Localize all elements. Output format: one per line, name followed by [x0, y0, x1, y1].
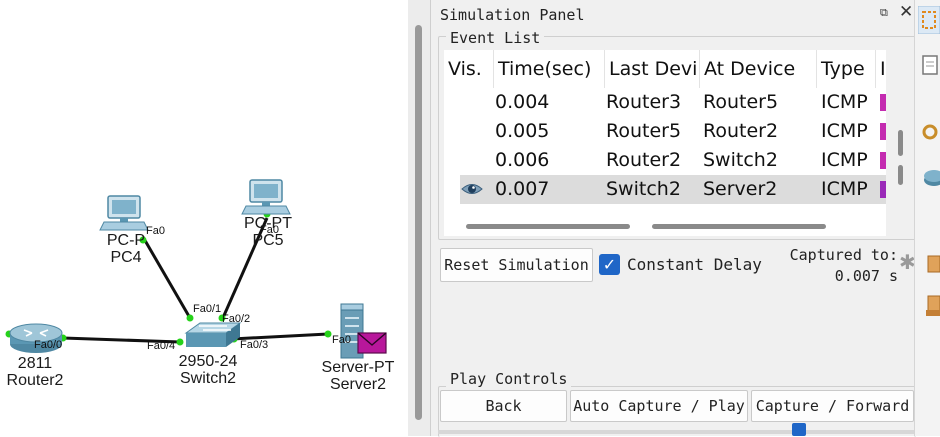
panel-title: Simulation Panel	[440, 6, 585, 24]
port-label: Fa0/0	[34, 339, 63, 351]
pdu-color-chip	[880, 181, 886, 198]
device-model: PC-P	[106, 232, 146, 249]
link-light	[324, 330, 332, 338]
capture-forward-button[interactable]: Capture / Forward	[751, 390, 914, 422]
cell-time: 0.007	[495, 178, 550, 200]
switch-icon[interactable]	[184, 322, 242, 347]
device-label-pc5: PC-PT PC5	[238, 215, 298, 249]
device-label-switch2: 2950-24 Switch2	[166, 353, 250, 387]
column-header-time[interactable]: Time(sec)	[494, 50, 605, 88]
cell-time: 0.006	[495, 149, 550, 171]
link-router2-switch2[interactable]	[62, 336, 181, 344]
port-label: Fa0/1	[193, 303, 222, 315]
device-name: Server2	[329, 376, 387, 393]
cell-at-device: Server2	[703, 178, 778, 200]
add-simple-pdu-icon[interactable]	[918, 250, 940, 278]
topology-canvas[interactable]: Fa0/0 Fa0/4 Fa0/1 Fa0/2 Fa0/3 Fa0 Fa0 Fa…	[0, 0, 408, 436]
device-name: Router2	[6, 372, 64, 389]
router-icon[interactable]	[9, 323, 63, 353]
play-controls-legend: Play Controls	[446, 370, 572, 388]
reset-simulation-button[interactable]: Reset Simulation	[440, 248, 593, 282]
port-label: Fa0	[146, 225, 165, 237]
asterisk-icon: ✱	[899, 250, 916, 274]
topology-links	[5, 179, 387, 359]
pdu-color-chip	[880, 152, 886, 169]
table-row[interactable]: 0.004 Router3 Router5 ICMP	[444, 88, 886, 117]
port-label: Fa0	[260, 224, 279, 236]
link-switch2-server2[interactable]	[231, 332, 329, 341]
pdu-color-chip	[880, 123, 886, 140]
link-light	[139, 236, 147, 244]
device-label-router2: 2811 Router2	[0, 355, 70, 389]
cell-last-device: Router5	[606, 120, 682, 142]
cell-last-device: Router2	[606, 149, 682, 171]
auto-capture-play-button[interactable]: Auto Capture / Play	[570, 390, 748, 422]
device-label-server2: Server-PT Server2	[314, 359, 402, 393]
table-row-selected[interactable]: 0.007 Switch2 Server2 ICMP	[460, 175, 886, 204]
link-light	[218, 314, 226, 322]
device-name: PC4	[110, 249, 142, 266]
play-speed-slider-track[interactable]	[438, 430, 914, 434]
port-label: Fa0	[332, 334, 351, 346]
event-table[interactable]: Vis. Time(sec) Last Devi At Device Type …	[444, 50, 886, 236]
select-tool-icon[interactable]	[918, 6, 940, 34]
cell-type: ICMP	[821, 120, 868, 142]
note-tool-icon[interactable]	[918, 52, 940, 80]
device-name: Switch2	[179, 370, 237, 387]
device-model: 2811	[17, 355, 53, 372]
device-model: Server-PT	[321, 359, 395, 376]
column-header-at-device[interactable]: At Device	[700, 50, 817, 88]
port-label: Fa0/3	[240, 339, 269, 351]
link-pc4-switch2[interactable]	[141, 236, 192, 319]
table-row[interactable]: 0.006 Router2 Switch2 ICMP	[444, 146, 886, 175]
link-light	[176, 338, 184, 346]
cell-time: 0.005	[495, 120, 550, 142]
float-panel-icon[interactable]: ⧉	[880, 6, 888, 19]
cell-type: ICMP	[821, 178, 868, 200]
cell-last-device: Router3	[606, 91, 682, 113]
constant-delay-label: Constant Delay	[627, 255, 762, 274]
table-vertical-scroll-thumb[interactable]	[898, 165, 903, 185]
event-list-legend: Event List	[446, 29, 545, 47]
pc-icon[interactable]	[241, 179, 291, 215]
pdu-color-chip	[880, 94, 886, 111]
captured-to-value: 0.007 s	[834, 267, 898, 285]
device-name: PC5	[252, 232, 284, 249]
link-pc5-switch2[interactable]	[220, 217, 269, 321]
cell-at-device: Router5	[703, 91, 779, 113]
column-header-last-device[interactable]: Last Devi	[605, 50, 700, 88]
device-label-pc4: PC-P PC4	[96, 232, 156, 266]
link-light	[186, 314, 194, 322]
add-complex-pdu-icon[interactable]	[918, 292, 940, 320]
cell-type: ICMP	[821, 149, 868, 171]
canvas-scroll-thumb[interactable]	[415, 25, 422, 420]
delete-tool-icon[interactable]	[918, 162, 940, 190]
inspect-tool-icon[interactable]	[918, 118, 940, 146]
cell-at-device: Router2	[703, 120, 779, 142]
captured-to-label: Captured to:	[789, 246, 898, 264]
constant-delay-checkbox[interactable]: ✓	[599, 254, 620, 275]
play-speed-slider-handle[interactable]	[792, 423, 806, 436]
back-button[interactable]: Back	[440, 390, 567, 422]
cell-last-device: Switch2	[606, 178, 681, 200]
cell-at-device: Switch2	[703, 149, 778, 171]
table-horizontal-scroll-thumb[interactable]	[466, 224, 630, 229]
device-model: 2950-24	[178, 353, 238, 370]
column-header-info[interactable]: I	[880, 58, 886, 80]
eye-icon[interactable]	[460, 181, 484, 197]
table-horizontal-scroll-thumb[interactable]	[652, 224, 826, 229]
port-label: Fa0/4	[147, 340, 176, 352]
column-header-type[interactable]: Type	[817, 50, 876, 88]
close-icon[interactable]: ✕	[899, 2, 914, 22]
cell-type: ICMP	[821, 91, 868, 113]
column-header-vis[interactable]: Vis.	[444, 50, 494, 88]
table-vertical-scroll-thumb[interactable]	[898, 130, 903, 156]
port-label: Fa0/2	[222, 313, 251, 325]
envelope-icon[interactable]	[357, 332, 387, 354]
cell-time: 0.004	[495, 91, 550, 113]
table-row[interactable]: 0.005 Router5 Router2 ICMP	[444, 117, 886, 146]
pc-icon[interactable]	[99, 195, 149, 231]
device-model: PC-PT	[244, 215, 292, 232]
